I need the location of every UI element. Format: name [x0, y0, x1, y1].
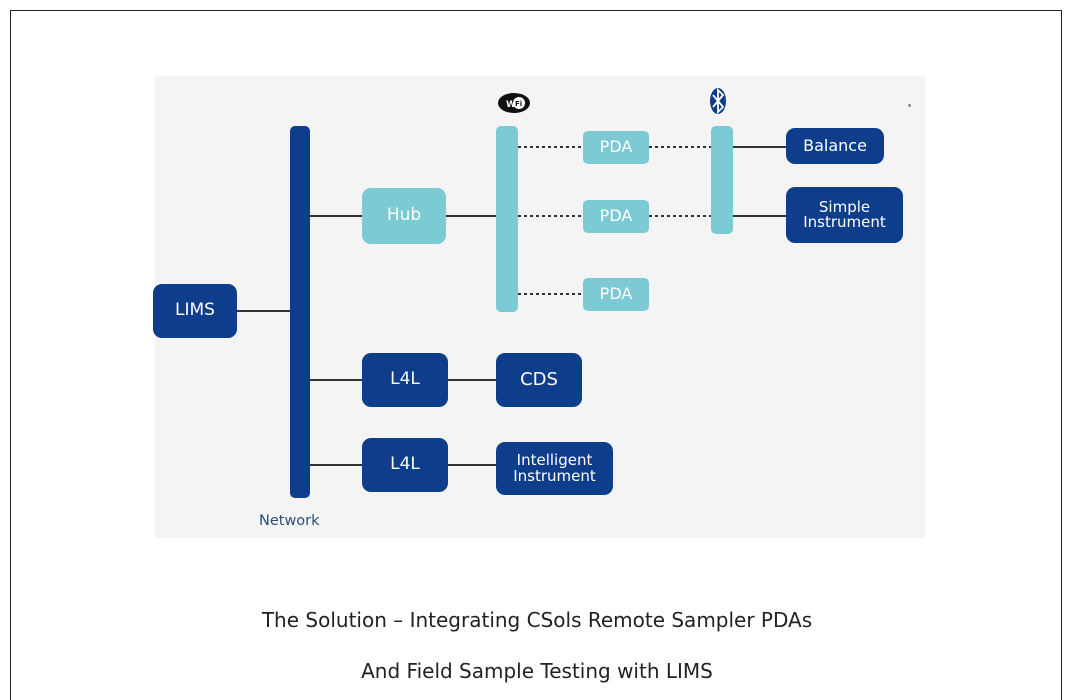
- node-pda-2: PDA: [583, 200, 649, 233]
- bluetooth-bar: [711, 126, 733, 234]
- node-lims: LIMS: [153, 284, 237, 338]
- node-pda-3: PDA: [583, 278, 649, 311]
- bluetooth-icon: [710, 87, 726, 115]
- caption-line-1: The Solution – Integrating CSols Remote …: [261, 608, 813, 632]
- caption-line-2: And Field Sample Testing with LIMS: [361, 659, 713, 683]
- wifi-access-bar: [496, 126, 518, 312]
- node-pda-1: PDA: [583, 131, 649, 164]
- wifi-icon: Wi Fi: [498, 93, 530, 113]
- node-cds: CDS: [496, 353, 582, 407]
- speck: [908, 104, 911, 107]
- svg-text:Fi: Fi: [515, 100, 522, 108]
- node-hub: Hub: [362, 188, 446, 244]
- network-label: Network: [259, 513, 320, 529]
- node-balance: Balance: [786, 128, 884, 164]
- node-simple-instrument: Simple Instrument: [786, 187, 903, 243]
- node-intelligent-instrument: Intelligent Instrument: [496, 442, 613, 495]
- page-frame: [10, 10, 1062, 700]
- network-bar: [290, 126, 310, 498]
- svg-text:Wi: Wi: [506, 100, 519, 110]
- node-l4l-1: L4L: [362, 353, 448, 407]
- node-l4l-2: L4L: [362, 438, 448, 492]
